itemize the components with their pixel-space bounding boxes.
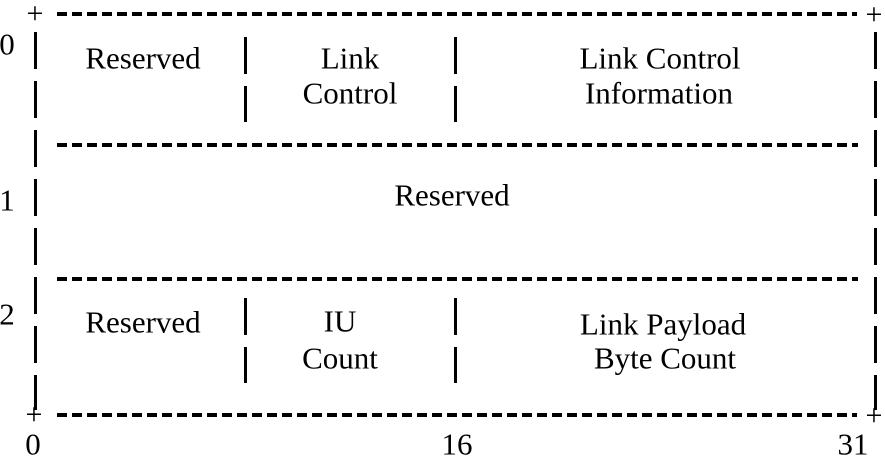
corner-plus-bottom-right: + [865,399,883,432]
field-text-row2-reserved: Reserved [85,304,201,340]
corner-plus-top-right: + [865,0,883,31]
column-separator-row0-left [244,37,247,122]
column-separator-row2-left [244,298,247,383]
row-label-2: 2 [0,296,15,332]
row-label-0: 0 [0,26,15,62]
border-right-dashed-line [874,32,877,410]
field-text-row0-link-control-information-line2: Information [584,75,734,111]
bit-label-16: 16 [441,426,473,462]
bit-label-0: 0 [25,426,41,462]
corner-plus-bottom-left: + [25,398,43,431]
border-top-dashed-line [57,12,857,16]
column-separator-row0-right [454,37,457,122]
field-text-row2-link-payload-byte-count-line2: Byte Count [593,340,737,376]
field-text-row2-link-payload-byte-count-line1: Link Payload [579,306,747,342]
field-text-row0-link-control-line1: Link [320,40,380,76]
row-separator-line-1 [57,143,858,147]
field-text-row0-reserved: Reserved [85,40,201,76]
border-bottom-dashed-line [57,413,857,417]
bit-label-31: 31 [837,426,869,462]
field-text-row2-iu-count-line1: IU [323,303,357,339]
field-text-row0-link-control-line2: Control [302,75,398,111]
field-text-row0-link-control-information-line1: Link Control [579,40,741,76]
row-separator-line-2 [57,277,858,281]
corner-plus-top-left: + [26,0,44,30]
border-left-dashed-line [34,32,37,410]
row-label-1: 1 [0,182,15,218]
column-separator-row2-right [454,298,457,383]
field-text-row1-reserved: Reserved [394,177,510,213]
field-text-row2-iu-count-line2: Count [302,340,378,376]
